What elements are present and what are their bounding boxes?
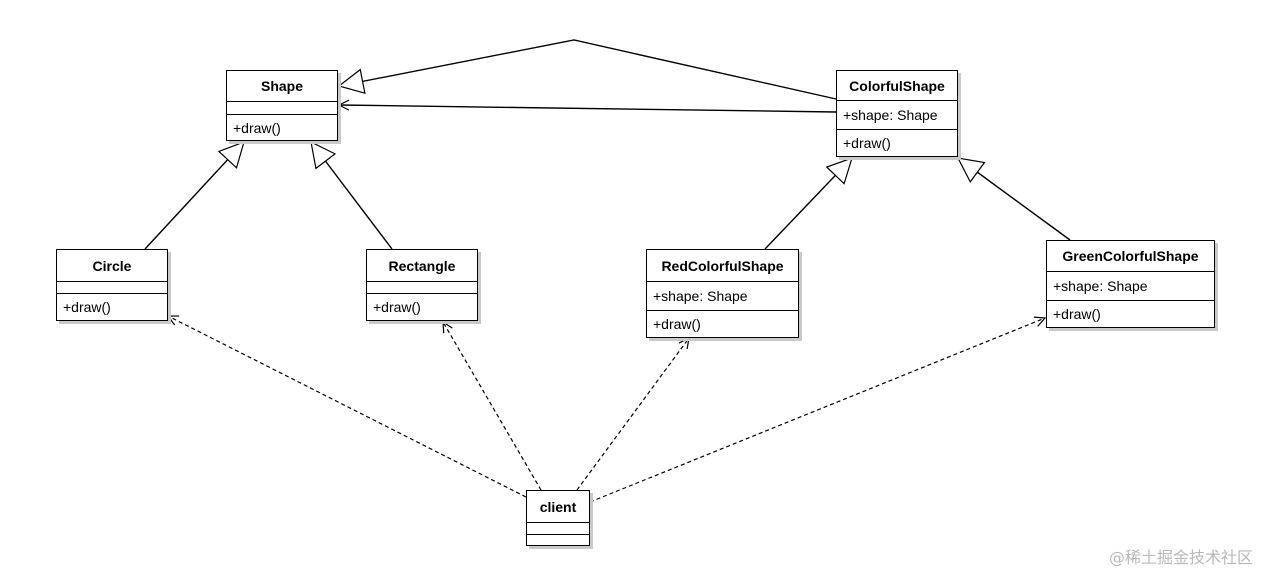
class-client[interactable]: client (526, 490, 590, 546)
class-client-methods (527, 535, 589, 545)
class-client-name: client (527, 491, 589, 523)
class-rectangle[interactable]: Rectangle +draw() (366, 249, 478, 321)
class-colorful-shape[interactable]: ColorfulShape +shape: Shape +draw() (836, 70, 958, 157)
class-circle-method: +draw() (63, 299, 111, 315)
class-red-colorful-shape-attribute: +shape: Shape (647, 282, 798, 311)
circle-to-shape-generalization (144, 142, 244, 250)
colorfulshape-to-shape-generalization (339, 39, 837, 100)
class-rectangle-method: +draw() (373, 299, 421, 315)
class-colorful-shape-method: +draw() (843, 135, 891, 151)
client-to-rectangle-dependency (443, 322, 542, 491)
greencolorfulshape-to-colorfulshape-generalization (958, 158, 1071, 241)
class-circle-attributes (57, 282, 167, 294)
class-colorful-shape-attribute: +shape: Shape (837, 101, 957, 130)
class-red-colorful-shape-name: RedColorfulShape (647, 250, 798, 282)
client-to-circle-dependency (168, 316, 527, 498)
class-red-colorful-shape-method: +draw() (653, 316, 701, 332)
class-circle-name: Circle (57, 250, 167, 282)
class-shape-method: +draw() (233, 119, 281, 136)
class-green-colorful-shape-method: +draw() (1053, 306, 1101, 322)
class-client-attributes (527, 523, 589, 535)
class-shape-name: Shape (227, 71, 337, 102)
class-shape-attributes (227, 102, 337, 115)
class-rectangle-name: Rectangle (367, 250, 477, 282)
class-rectangle-attributes (367, 282, 477, 294)
class-circle[interactable]: Circle +draw() (56, 249, 168, 321)
colorfulshape-to-shape-association (339, 105, 837, 113)
class-red-colorful-shape[interactable]: RedColorfulShape +shape: Shape +draw() (646, 249, 799, 338)
class-green-colorful-shape-attribute: +shape: Shape (1047, 272, 1214, 301)
class-shape[interactable]: Shape +draw() (226, 70, 338, 141)
class-colorful-shape-name: ColorfulShape (837, 71, 957, 101)
client-to-redcolorfulshape-dependency (576, 338, 689, 491)
rectangle-to-shape-generalization (311, 142, 393, 250)
class-green-colorful-shape-name: GreenColorfulShape (1047, 241, 1214, 272)
class-green-colorful-shape[interactable]: GreenColorfulShape +shape: Shape +draw() (1046, 240, 1215, 328)
redcolorfulshape-to-colorfulshape-generalization (764, 158, 852, 250)
watermark: @稀土掘金技术社区 (1108, 548, 1253, 567)
client-to-greencolorfulshape-dependency (589, 318, 1045, 503)
